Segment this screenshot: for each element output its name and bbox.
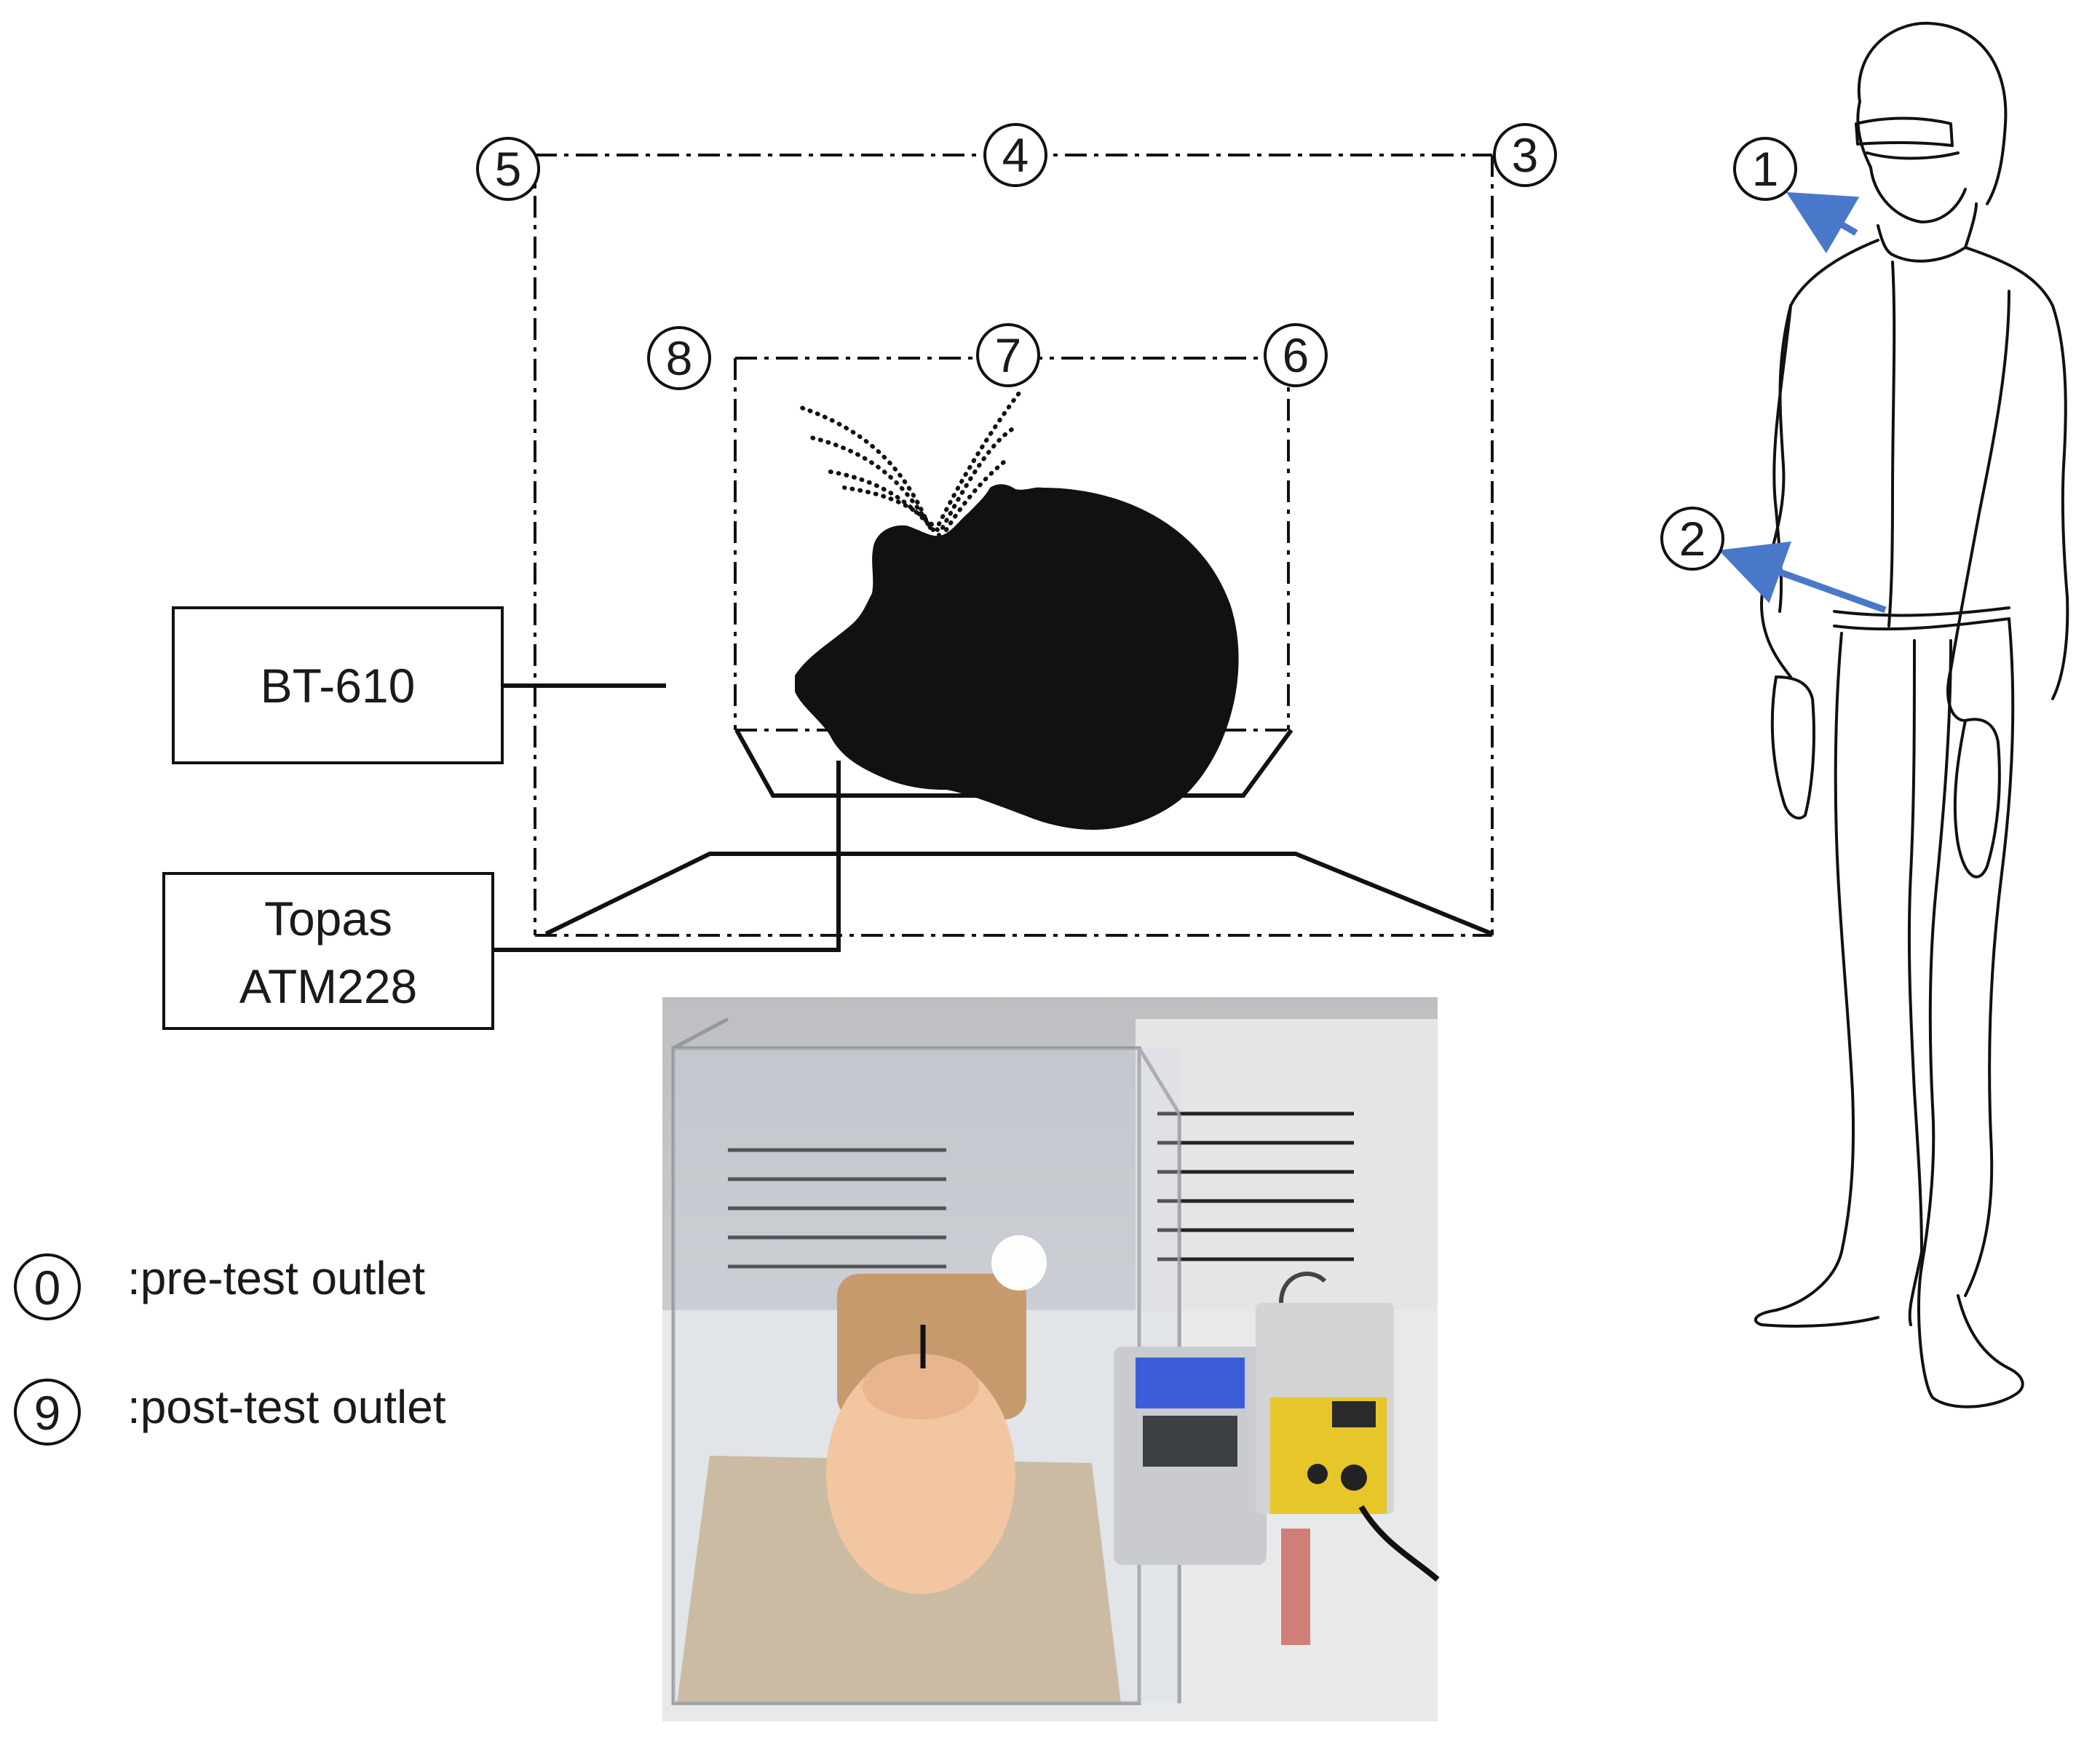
svg-text:7: 7 xyxy=(995,328,1022,382)
head-silhouette-icon xyxy=(795,484,1239,830)
marker-7: 7 xyxy=(976,323,1040,387)
droplet-spray xyxy=(795,391,1021,599)
bt610-device-box: BT-610 xyxy=(172,606,504,764)
svg-text:6: 6 xyxy=(1283,328,1309,382)
topas-tube xyxy=(493,761,841,952)
arrow-1 xyxy=(1786,191,1860,254)
marker-1: 1 xyxy=(1733,137,1797,201)
marker-3: 3 xyxy=(1493,123,1557,187)
marker-2: 2 xyxy=(1660,507,1724,571)
experimental-setup-photo xyxy=(662,997,1440,1721)
svg-text:1: 1 xyxy=(1752,142,1779,196)
legend-text-post-test: :post-test outlet xyxy=(127,1381,446,1433)
legend-symbol-0: 0 xyxy=(34,1261,61,1315)
topas-device-box: Topas ATM228 xyxy=(162,872,494,1030)
legend-text-pre-test: :pre-test outlet xyxy=(127,1252,425,1304)
base-platform xyxy=(544,852,1494,936)
ppe-person-icon xyxy=(1754,21,2069,1408)
legend-symbol-9: 9 xyxy=(34,1386,61,1440)
marker-4: 4 xyxy=(983,123,1047,187)
marker-8: 8 xyxy=(647,326,711,390)
marker-6: 6 xyxy=(1264,323,1328,387)
legend-pre-test: 0 :pre-test outlet xyxy=(14,1252,425,1320)
marker-5: 5 xyxy=(476,137,540,201)
topas-label-line1: Topas xyxy=(264,892,392,946)
topas-label-line2: ATM228 xyxy=(239,959,418,1013)
svg-text:2: 2 xyxy=(1679,512,1706,566)
svg-text:8: 8 xyxy=(666,331,693,385)
svg-text:4: 4 xyxy=(1002,128,1029,182)
arrow-2 xyxy=(1719,541,1887,614)
svg-text:3: 3 xyxy=(1512,128,1539,182)
legend-post-test: 9 :post-test outlet xyxy=(14,1379,446,1446)
bt610-label: BT-610 xyxy=(261,659,416,713)
svg-text:5: 5 xyxy=(495,142,522,196)
